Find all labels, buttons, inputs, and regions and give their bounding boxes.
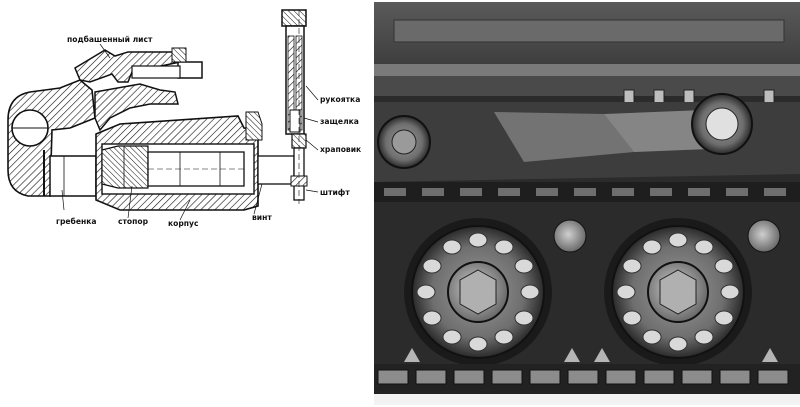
label-under-turret-plate: подбашенный лист [67, 35, 153, 44]
label-handle: рукоятка [320, 95, 360, 104]
bracket-section [94, 83, 179, 132]
latch-part [289, 109, 301, 133]
label-body: корпус [168, 219, 199, 228]
screw-extension [257, 155, 295, 185]
handle-cap [281, 9, 307, 27]
label-stopper: стопор [118, 217, 149, 226]
label-ratchet: храповик [320, 145, 362, 154]
bolt-shank [131, 65, 181, 79]
bolt-washer [171, 47, 187, 63]
stopper-part [101, 145, 149, 189]
track [374, 348, 800, 394]
mechanism-cross-section-diagram: подбашенный лист рукоятка защелка храпов… [7, 9, 362, 228]
comb-housing-section [7, 79, 96, 197]
road-wheel-right [604, 218, 752, 366]
comb-part [49, 155, 97, 197]
bolt-head [177, 61, 203, 79]
label-pin: штифт [320, 188, 350, 197]
running-gear-photo [374, 2, 800, 405]
road-wheel-left [404, 218, 552, 366]
label-comb: гребенка [56, 217, 97, 226]
label-screw: винт [252, 213, 272, 222]
label-latch: защелка [320, 117, 359, 126]
